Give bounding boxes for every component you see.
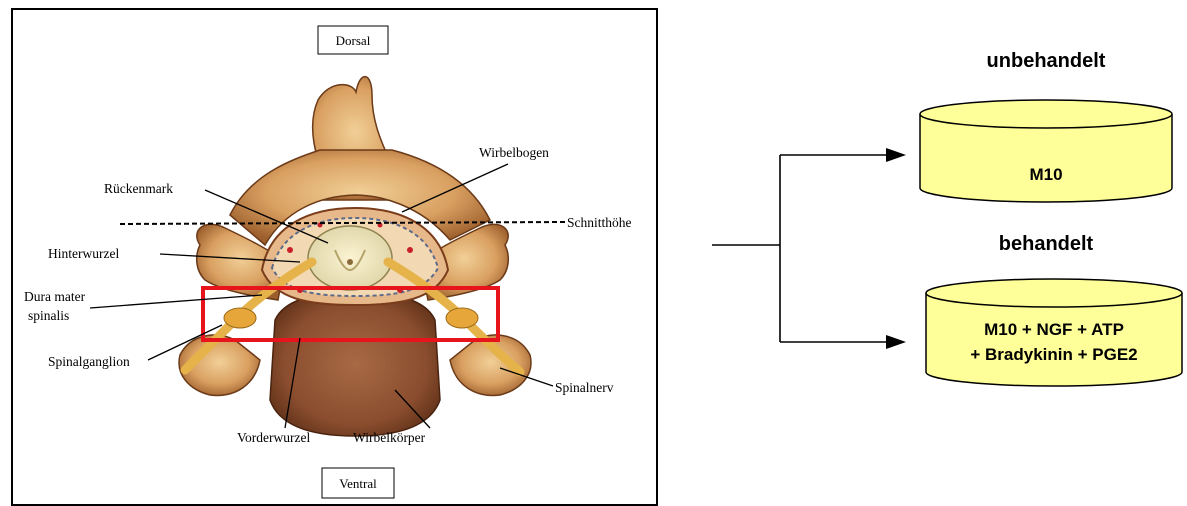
label-unbehandelt: unbehandelt (987, 50, 1106, 72)
label-dura-line1: Dura mater (24, 289, 86, 304)
label-dura-line2: spinalis (28, 308, 69, 323)
cylinder-treated: M10 + NGF + ATP + Bradykinin + PGE2 (926, 279, 1182, 386)
flow-connectors (712, 155, 890, 342)
arrowhead-bottom (886, 335, 906, 349)
cylinder-treated-text-line1: M10 + NGF + ATP (984, 320, 1124, 339)
label-spinalnerv: Spinalnerv (555, 380, 614, 395)
label-rueckenmark: Rückenmark (104, 181, 173, 196)
ventral-box: Ventral (322, 468, 394, 498)
label-hinterwurzel: Hinterwurzel (48, 246, 119, 261)
cylinder-untreated: M10 (920, 100, 1172, 202)
arrowhead-top (886, 148, 906, 162)
label-wirbelkoerper: Wirbelkörper (353, 430, 426, 445)
label-spinalganglion: Spinalganglion (48, 354, 130, 369)
label-behandelt: behandelt (999, 233, 1094, 255)
label-vorderwurzel: Vorderwurzel (237, 430, 310, 445)
cylinder-treated-text-line2: + Bradykinin + PGE2 (970, 345, 1137, 364)
dorsal-box: Dorsal (318, 26, 388, 54)
dorsal-label: Dorsal (336, 33, 371, 48)
cylinder-untreated-text: M10 (1029, 165, 1062, 184)
ventral-label: Ventral (339, 476, 377, 491)
label-schnitthoehe: Schnitthöhe (567, 215, 632, 230)
label-wirbelbogen: Wirbelbogen (479, 145, 549, 160)
